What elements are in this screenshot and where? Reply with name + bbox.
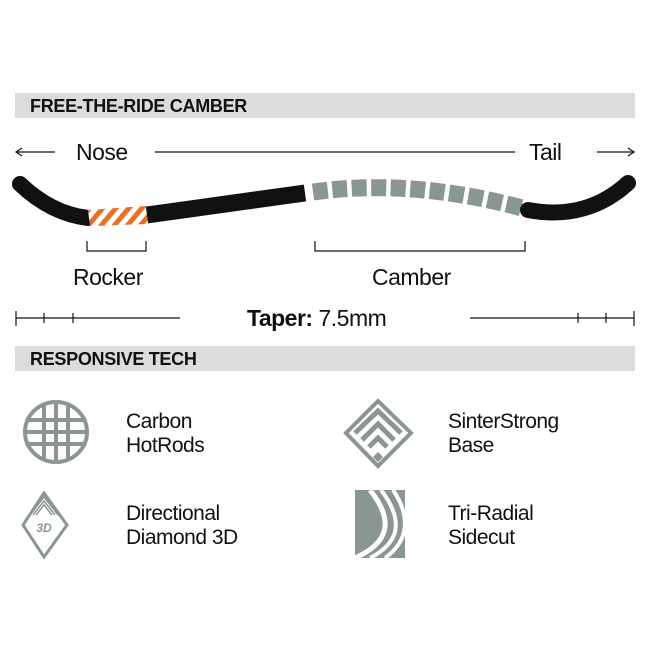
taper-scale-right (470, 311, 635, 326)
camber-label: Camber (372, 264, 451, 290)
diamond-3d-icon: 3D (21, 490, 69, 560)
taper-scale-left (15, 311, 180, 326)
rocker-section (88, 206, 149, 226)
rocker-label: Rocker (73, 264, 143, 290)
sinterstrong-diamond-icon (343, 398, 414, 469)
tech-item-line2: Base (448, 434, 494, 457)
carbon-grid-icon (23, 400, 89, 464)
rocker-bracket (86, 241, 147, 252)
tech-title: RESPONSIVE TECH (30, 349, 197, 369)
profile-title: FREE-THE-RIDE CAMBER (30, 96, 247, 116)
nose-arrow (14, 147, 55, 157)
tech-item-line1: Tri-Radial (448, 502, 534, 525)
tech-item-line2: Diamond 3D (126, 526, 238, 549)
board-nose (12, 176, 96, 226)
taper-value: 7.5mm (318, 305, 387, 331)
board-mid (145, 184, 307, 224)
board-shape (12, 175, 636, 226)
nose-label: Nose (76, 139, 128, 165)
tech-item-line1: SinterStrong (448, 410, 559, 433)
tech-header: RESPONSIVE TECH (15, 346, 635, 371)
tech-item-line1: Directional (126, 502, 220, 525)
camber-bracket (314, 241, 526, 252)
board-tail (520, 175, 636, 221)
camber-section (311, 179, 525, 217)
tech-item-line2: HotRods (126, 434, 205, 457)
tech-item-line1: Carbon (126, 410, 192, 433)
tail-arrow (597, 147, 636, 157)
profile-header: FREE-THE-RIDE CAMBER (15, 93, 635, 118)
tech-item-line2: Sidecut (448, 526, 515, 549)
tri-radial-icon (353, 488, 407, 561)
tail-label: Tail (529, 139, 562, 165)
taper-label: Taper: (247, 305, 313, 331)
taper-text: Taper: 7.5mm (247, 305, 387, 332)
diamond-3d-icon-text: 3D (36, 521, 52, 535)
